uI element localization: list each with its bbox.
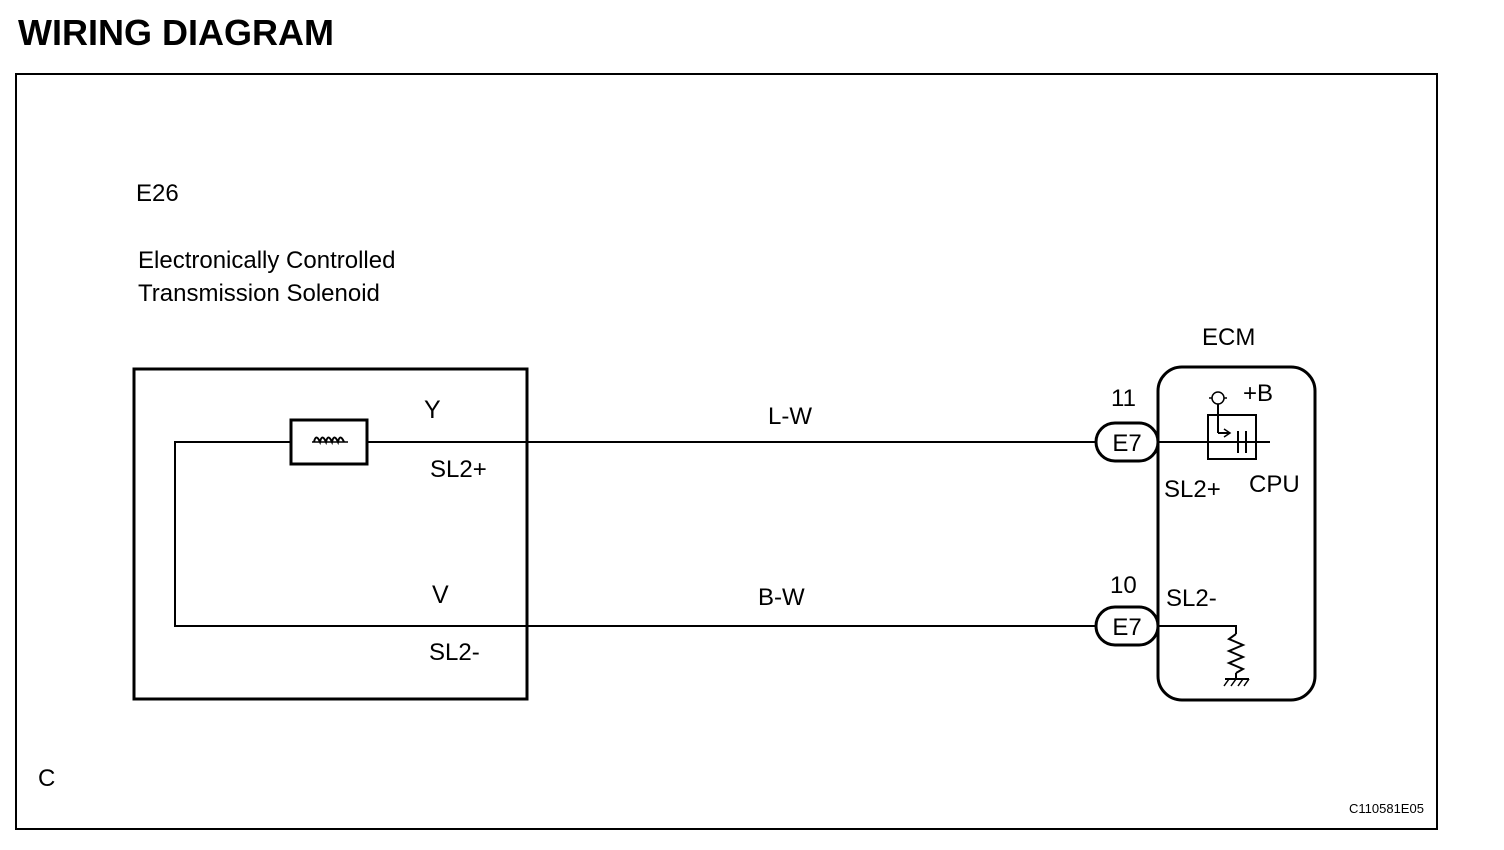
connector-e7-bottom: E7 xyxy=(1094,605,1160,647)
figure-id: C110581E05 xyxy=(1349,801,1424,816)
pin-11-label: 11 xyxy=(1111,385,1136,412)
supply-plus-b-label: +B xyxy=(1243,380,1273,407)
ground-icon xyxy=(1223,678,1250,687)
component-code: E26 xyxy=(136,180,179,207)
solenoid-box xyxy=(132,367,529,701)
component-name-line2: Transmission Solenoid xyxy=(138,280,380,307)
ecm-terminal-sl2-plus: SL2+ xyxy=(1164,476,1221,503)
svg-text:E7: E7 xyxy=(1112,614,1141,641)
ecm-terminal-sl2-minus: SL2- xyxy=(1166,585,1217,612)
pin-10-label: 10 xyxy=(1110,572,1137,599)
ecm-box xyxy=(1156,365,1317,702)
cpu-label: CPU xyxy=(1249,471,1300,498)
wire-color-v-label: V xyxy=(432,581,449,609)
ecm-label: ECM xyxy=(1202,324,1255,351)
solenoid-terminal-sl2-minus: SL2- xyxy=(429,639,480,666)
wire-bw-label: B-W xyxy=(758,584,805,611)
connector-e7-top: E7 xyxy=(1094,421,1160,463)
component-name-line1: Electronically Controlled xyxy=(138,247,395,274)
resistor-icon xyxy=(1226,633,1246,678)
transistor-icon xyxy=(1207,398,1270,460)
wire-color-y-label: Y xyxy=(424,396,441,424)
wire-lw-label: L-W xyxy=(768,403,812,430)
solenoid-internal-wire xyxy=(174,441,527,627)
solenoid-terminal-sl2-plus: SL2+ xyxy=(430,456,487,483)
svg-text:E7: E7 xyxy=(1112,430,1141,457)
page-title: WIRING DIAGRAM xyxy=(18,12,334,53)
ecm-input-wire-bottom xyxy=(1158,625,1237,634)
frame-corner-label: C xyxy=(38,765,55,792)
solenoid-coil-icon xyxy=(289,418,369,466)
diagram-frame xyxy=(15,73,1438,830)
power-supply-icon xyxy=(1209,391,1227,405)
